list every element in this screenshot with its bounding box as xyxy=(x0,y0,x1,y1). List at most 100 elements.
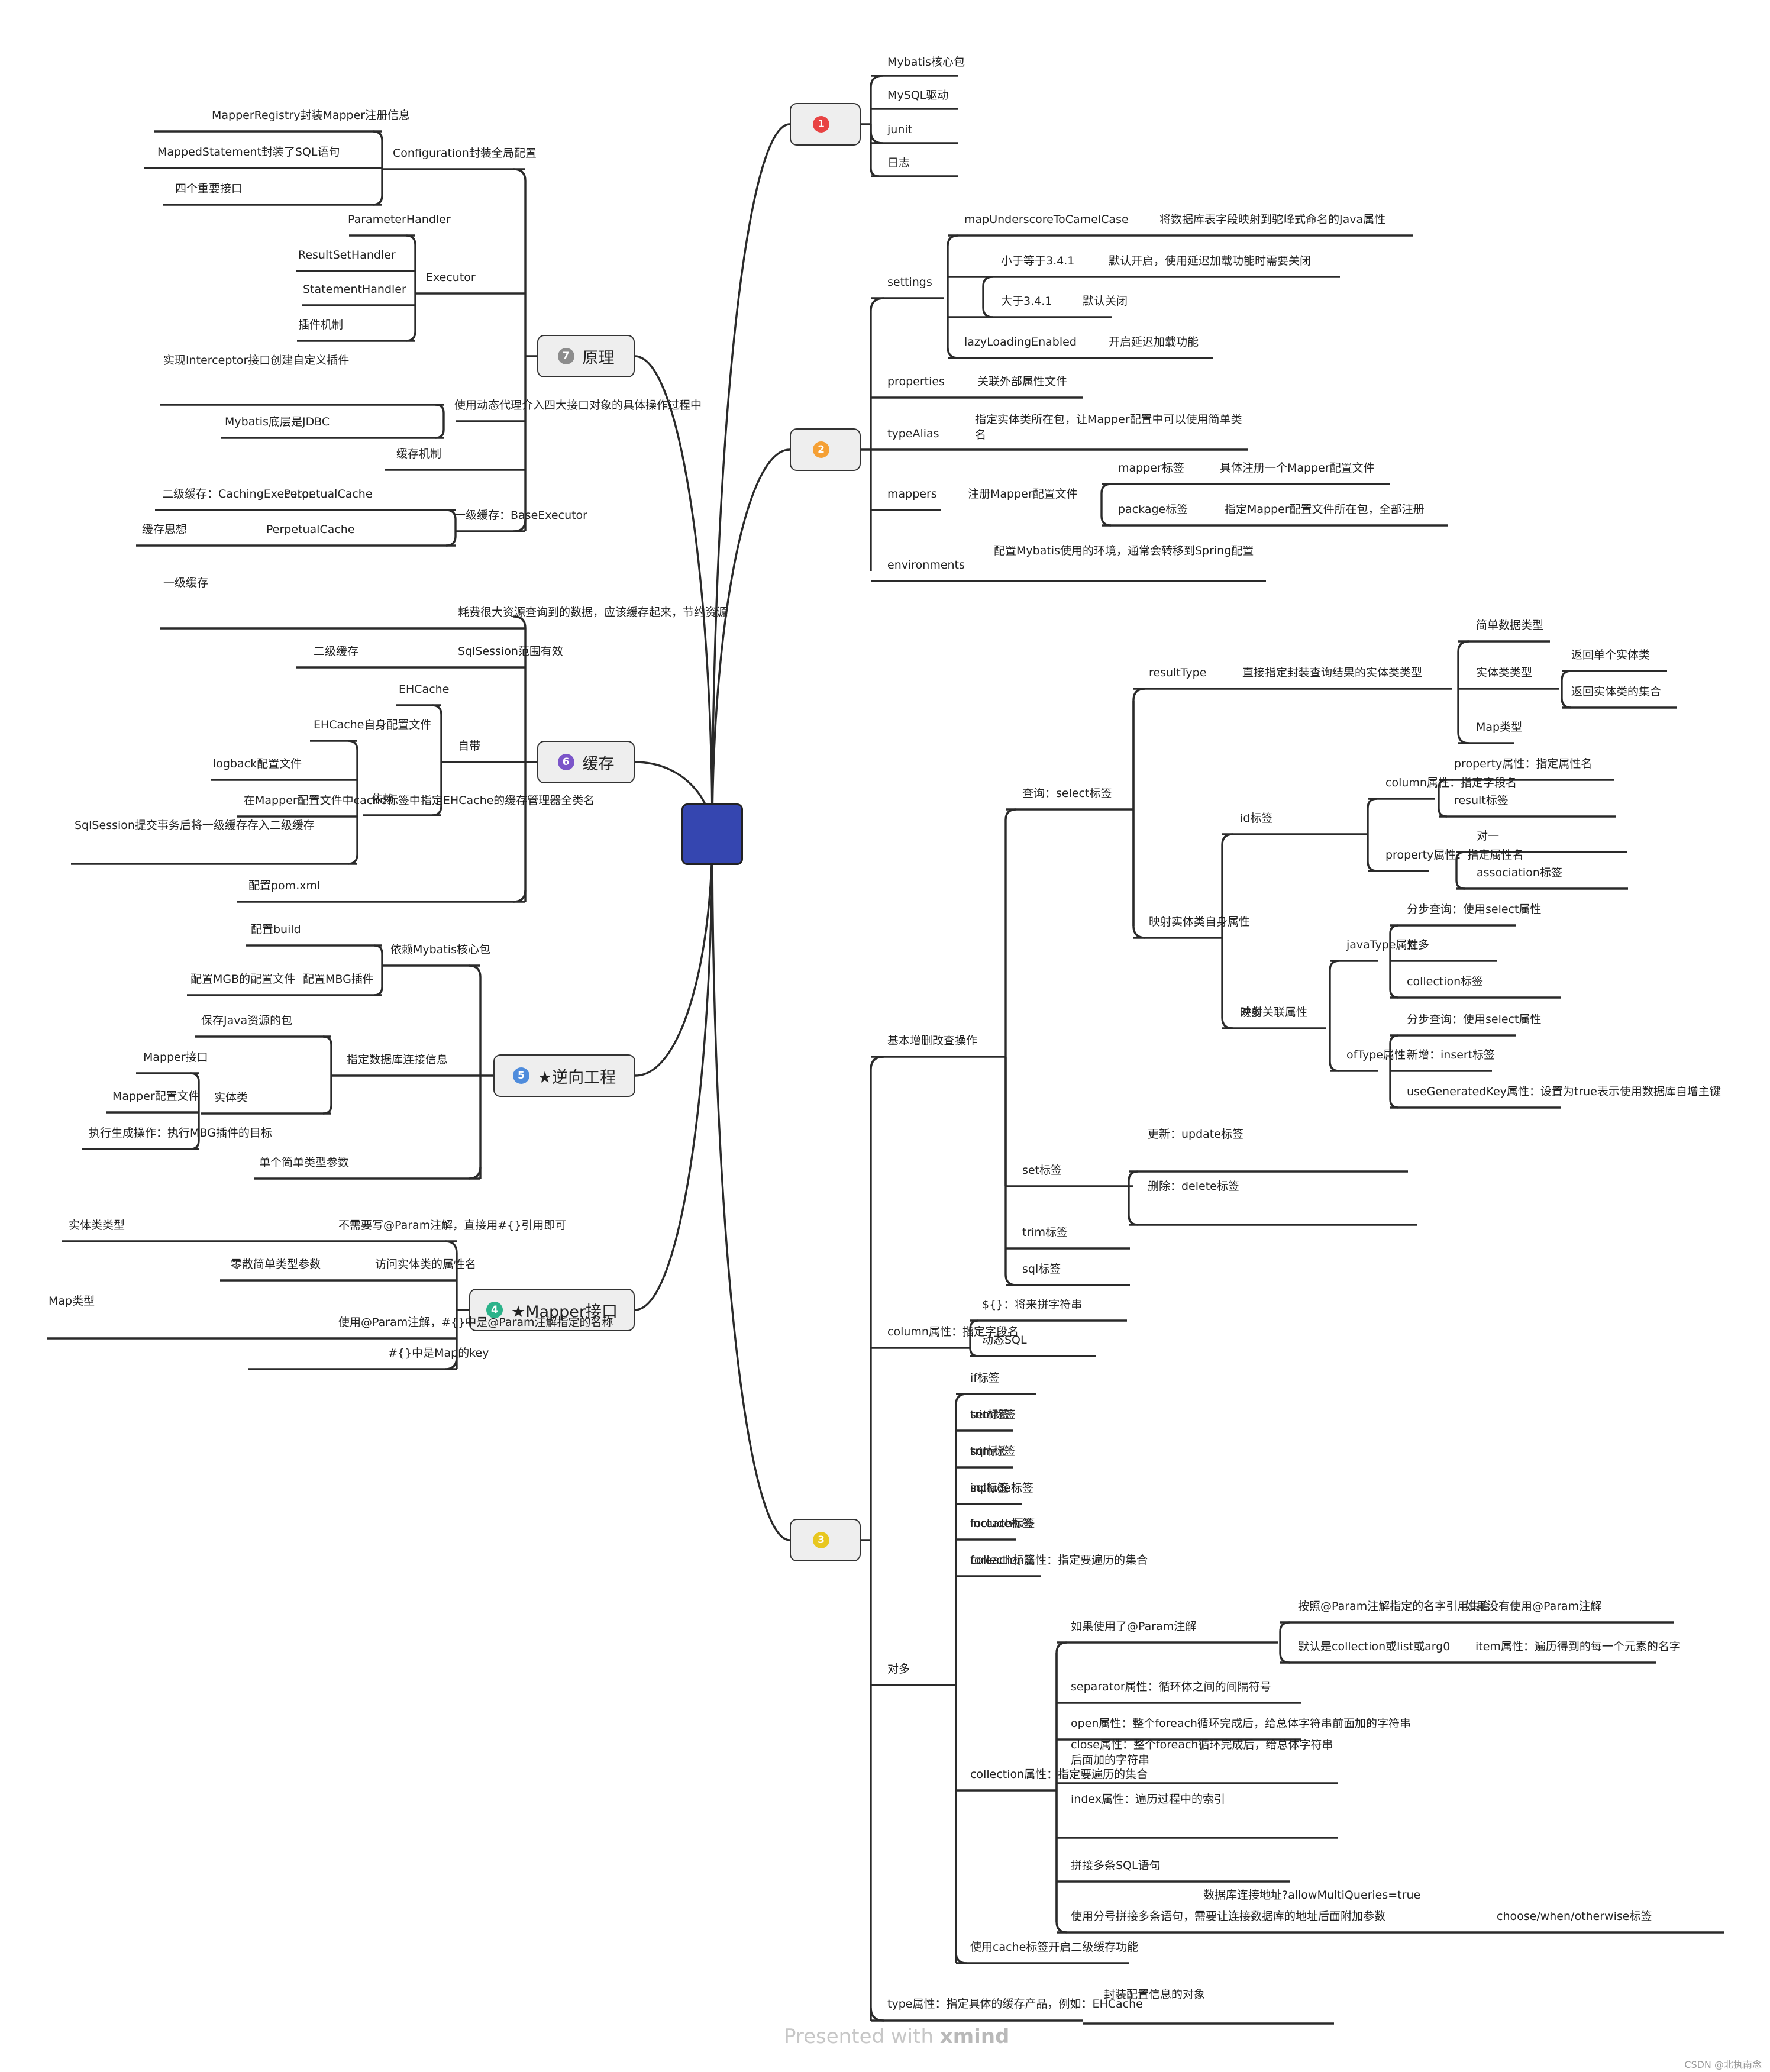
topic-label[interactable]: separator属性：循环体之间的间隔符号 xyxy=(1071,1680,1271,1693)
topic-label[interactable]: 指定实体类所在包，让Mapper配置中可以使用简单类名 xyxy=(975,413,1242,441)
topic-label[interactable]: 新增：insert标签 xyxy=(1407,1048,1496,1061)
topic-label[interactable]: 小于等于3.4.1 xyxy=(1001,254,1075,267)
topic-label[interactable]: 一级缓存：BaseExecutor xyxy=(454,509,587,522)
topic-label[interactable]: Executor xyxy=(426,271,476,284)
topic-label[interactable]: 对多 xyxy=(1407,938,1430,951)
topic-label[interactable]: mapUnderscoreToCamelCase xyxy=(964,213,1129,226)
topic-label[interactable]: mapper标签 xyxy=(1118,461,1184,475)
topic-label[interactable]: resultType xyxy=(1149,666,1207,679)
topic-label[interactable]: 拼接多条SQL语句 xyxy=(1071,1859,1161,1872)
topic-label[interactable]: index属性：遍历过程中的索引 xyxy=(1071,1793,1225,1806)
topic-label[interactable]: environments xyxy=(887,559,965,572)
topic-label[interactable]: Configuration封装全局配置 xyxy=(393,147,537,160)
topic-label[interactable]: PerpetualCache xyxy=(266,523,355,536)
topic-label[interactable]: column属性：指定字段名 xyxy=(887,1325,1019,1338)
topic-label[interactable]: package标签 xyxy=(1118,503,1188,516)
topic-label[interactable]: 单个简单类型参数 xyxy=(259,1156,350,1169)
topic-label[interactable]: 对多 xyxy=(1240,1006,1263,1019)
topic-label[interactable]: 依赖 xyxy=(372,793,395,806)
topic-label[interactable]: property属性：指定属性名 xyxy=(1385,848,1524,861)
topic-label[interactable]: 使用@Param注解，#{}中是@Param注解指定的名称 xyxy=(338,1316,613,1329)
topic-label[interactable]: 映射关联属性 xyxy=(1240,1006,1308,1019)
topic-label[interactable]: sql标签 xyxy=(1022,1263,1061,1276)
topic-label[interactable]: 数据库连接地址?allowMultiQueries=true xyxy=(1203,1889,1421,1902)
topic-label[interactable]: Mapper接口 xyxy=(143,1051,208,1064)
topic-label[interactable]: association标签 xyxy=(1477,866,1562,879)
topic-label[interactable]: 实体类类型 xyxy=(69,1219,125,1232)
topic-label[interactable]: 直接指定封装查询结果的实体类类型 xyxy=(1242,666,1423,679)
topic-label[interactable]: item属性：遍历得到的每一个元素的名字 xyxy=(1475,1640,1681,1653)
topic-label[interactable]: 二级缓存 xyxy=(314,645,359,658)
topic-label[interactable]: Map类型 xyxy=(1476,721,1523,734)
topic-label[interactable]: 配置Mybatis使用的环境，通常会转移到Spring配置 xyxy=(994,544,1254,557)
topic-label[interactable]: 执行生成操作：执行MBG插件的目标 xyxy=(89,1127,272,1140)
topic-label[interactable]: 配置MGB的配置文件 xyxy=(190,973,296,986)
main-topic-4[interactable]: 4★Mapper接口 xyxy=(469,1289,635,1331)
topic-label[interactable]: Map类型 xyxy=(49,1295,95,1308)
topic-label[interactable]: 如果没有使用@Param注解 xyxy=(1465,1600,1602,1613)
topic-label[interactable]: 插件机制 xyxy=(298,318,344,331)
topic-label[interactable]: EHCache xyxy=(399,683,450,696)
topic-label[interactable]: 配置build xyxy=(251,923,301,936)
topic-label[interactable]: 访问实体类的属性名 xyxy=(375,1258,477,1271)
topic-label[interactable]: trim标签 xyxy=(970,1408,1016,1421)
topic-label[interactable]: trim标签 xyxy=(1022,1226,1068,1239)
topic-label[interactable]: 默认关闭 xyxy=(1083,295,1128,308)
topic-label[interactable]: include标签 xyxy=(970,1517,1033,1530)
topic-label[interactable]: collection属性：指定要遍历的集合 xyxy=(970,1554,1148,1567)
main-topic-2[interactable]: 2 xyxy=(790,428,861,471)
topic-label[interactable]: include标签 xyxy=(970,1482,1033,1495)
topic-label[interactable]: trim标签 xyxy=(970,1445,1016,1458)
topic-label[interactable]: 查询：select标签 xyxy=(1022,787,1112,800)
topic-label[interactable]: 耗费很大资源查询到的数据，应该缓存起来，节约资源 xyxy=(458,606,728,619)
topic-label[interactable]: useGeneratedKey属性：设置为true表示使用数据库自增主键 xyxy=(1407,1085,1721,1098)
topic-label[interactable]: Mapper配置文件 xyxy=(112,1090,200,1103)
topic-label[interactable]: lazyLoadingEnabled xyxy=(964,335,1077,348)
topic-label[interactable]: collection标签 xyxy=(1407,975,1484,988)
topic-label[interactable]: 实现Interceptor接口创建自定义插件 xyxy=(163,354,350,367)
topic-label[interactable]: 一级缓存 xyxy=(163,576,209,589)
topic-label[interactable]: Mybatis底层是JDBC xyxy=(225,415,330,428)
topic-label[interactable]: ${}：将来拼字符串 xyxy=(982,1298,1083,1311)
topic-label[interactable]: if标签 xyxy=(970,1371,1000,1384)
topic-label[interactable]: 实体类 xyxy=(214,1091,248,1104)
topic-label[interactable]: 返回单个实体类 xyxy=(1571,648,1651,661)
topic-label[interactable]: MapperRegistry封装Mapper注册信息 xyxy=(212,109,411,122)
topic-label[interactable]: 大于3.4.1 xyxy=(1001,295,1052,308)
topic-label[interactable]: 动态SQL xyxy=(982,1334,1027,1347)
topic-label[interactable]: 按照@Param注解指定的名字引用集合 xyxy=(1298,1600,1491,1613)
topic-label[interactable]: 保存Java资源的包 xyxy=(201,1014,293,1027)
topic-label[interactable]: PerpetualCache xyxy=(284,488,373,501)
topic-label[interactable]: logback配置文件 xyxy=(213,757,302,770)
topic-label[interactable]: 默认开启，使用延迟加载功能时需要关闭 xyxy=(1109,254,1312,267)
topic-label[interactable]: Mybatis核心包 xyxy=(887,56,965,69)
topic-label[interactable]: 配置pom.xml xyxy=(248,879,321,892)
topic-label[interactable]: typeAlias xyxy=(887,427,939,440)
topic-label[interactable]: StatementHandler xyxy=(303,283,406,296)
topic-label[interactable]: 缓存思想 xyxy=(142,523,188,536)
topic-label[interactable]: sql标签 xyxy=(970,1445,1009,1458)
topic-label[interactable]: property属性：指定属性名 xyxy=(1454,757,1593,770)
topic-label[interactable]: 更新：update标签 xyxy=(1148,1128,1243,1141)
topic-label[interactable]: junit xyxy=(887,123,913,136)
topic-label[interactable]: choose/when/otherwise标签 xyxy=(1497,1910,1652,1923)
topic-label[interactable]: 开启延迟加载功能 xyxy=(1109,335,1199,348)
topic-label[interactable]: 零散简单类型参数 xyxy=(231,1258,321,1271)
topic-label[interactable]: 注册Mapper配置文件 xyxy=(968,488,1078,501)
topic-label[interactable]: foreach标签 xyxy=(970,1554,1035,1567)
topic-label[interactable]: MySQL驱动 xyxy=(887,89,949,102)
topic-label[interactable]: 分步查询：使用select属性 xyxy=(1407,1013,1542,1026)
topic-label[interactable]: 四个重要接口 xyxy=(175,182,243,195)
topic-label[interactable]: 指定数据库连接信息 xyxy=(347,1053,448,1066)
topic-label[interactable]: 实体类类型 xyxy=(1476,666,1533,679)
topic-label[interactable]: result标签 xyxy=(1454,794,1509,807)
topic-label[interactable]: 具体注册一个Mapper配置文件 xyxy=(1220,461,1375,475)
topic-label[interactable]: 使用分号拼接多条语句，需要让连接数据库的地址后面附加参数 xyxy=(1071,1910,1386,1923)
topic-label[interactable]: 依赖Mybatis核心包 xyxy=(390,943,490,956)
topic-label[interactable]: SqlSession范围有效 xyxy=(458,645,563,658)
main-topic-1[interactable]: 1 xyxy=(790,103,861,146)
topic-label[interactable]: 简单数据类型 xyxy=(1476,619,1544,632)
topic-label[interactable]: 日志 xyxy=(887,156,910,169)
topic-label[interactable]: id标签 xyxy=(1240,812,1273,825)
topic-label[interactable]: 使用cache标签开启二级缓存功能 xyxy=(970,1941,1139,1954)
